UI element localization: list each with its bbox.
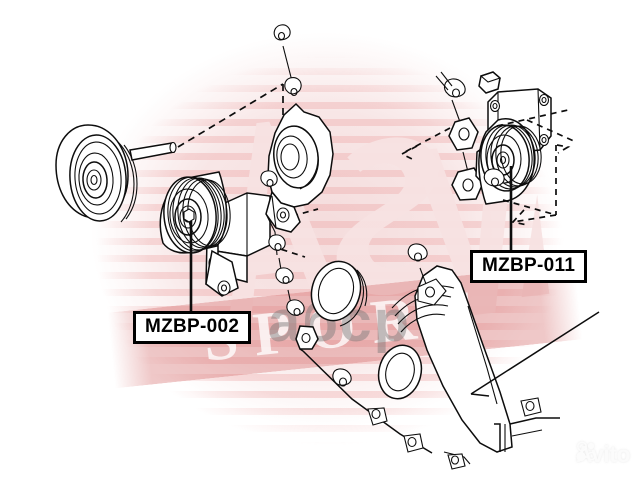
avito-logo-icon xyxy=(576,441,596,462)
callout-label-mzbp-002[interactable]: MZBP-002 xyxy=(133,311,252,344)
crank-seal-bore-upper xyxy=(310,260,368,327)
avito-wordmark: Avito xyxy=(575,441,631,467)
engine-front-cover xyxy=(260,24,560,470)
idler-pulley-left xyxy=(55,124,177,223)
callout-label-mzbp-011[interactable]: MZBP-011 xyxy=(470,250,588,283)
tensioner-bracket-arm xyxy=(435,71,484,201)
tensioner-assembly-mzbp-011 xyxy=(475,71,552,205)
tensioner-assembly-mzbp-002 xyxy=(159,171,271,297)
crank-seal-bore-lower xyxy=(377,344,423,400)
avito-watermark: Avito xyxy=(575,441,631,468)
